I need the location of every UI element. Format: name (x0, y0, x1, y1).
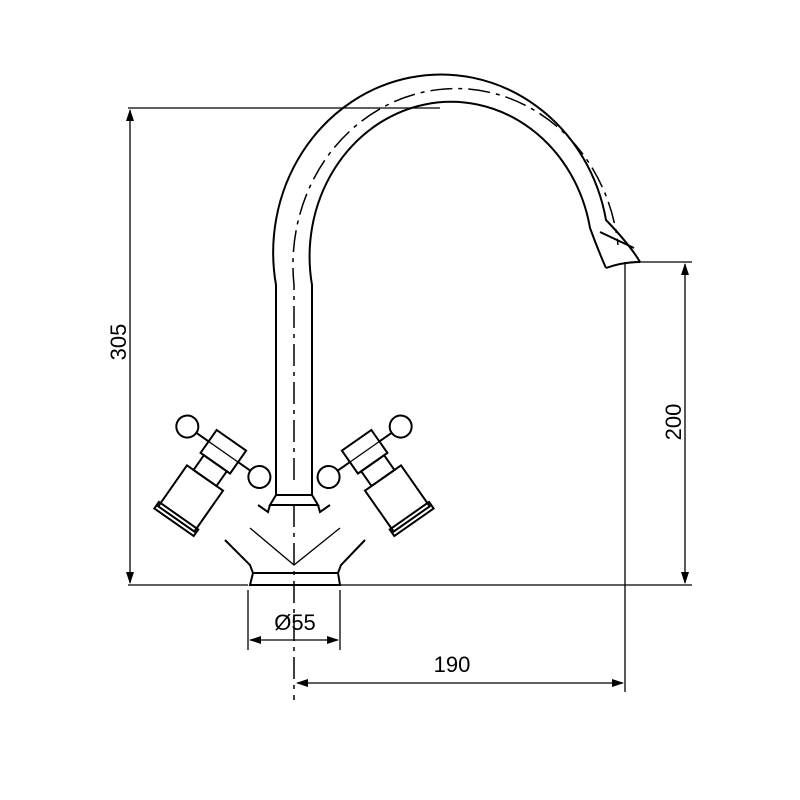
spout (268, 73, 641, 506)
left-cross-handle (152, 414, 272, 538)
right-cross-handle (316, 414, 436, 538)
overall-height-label: 305 (106, 324, 131, 361)
spout-reach-label: 190 (434, 652, 471, 677)
tap-body (224, 504, 366, 700)
spout-height-label: 200 (661, 404, 686, 441)
base-diameter-label: Ø55 (274, 610, 316, 635)
dimension-lines (126, 107, 692, 692)
